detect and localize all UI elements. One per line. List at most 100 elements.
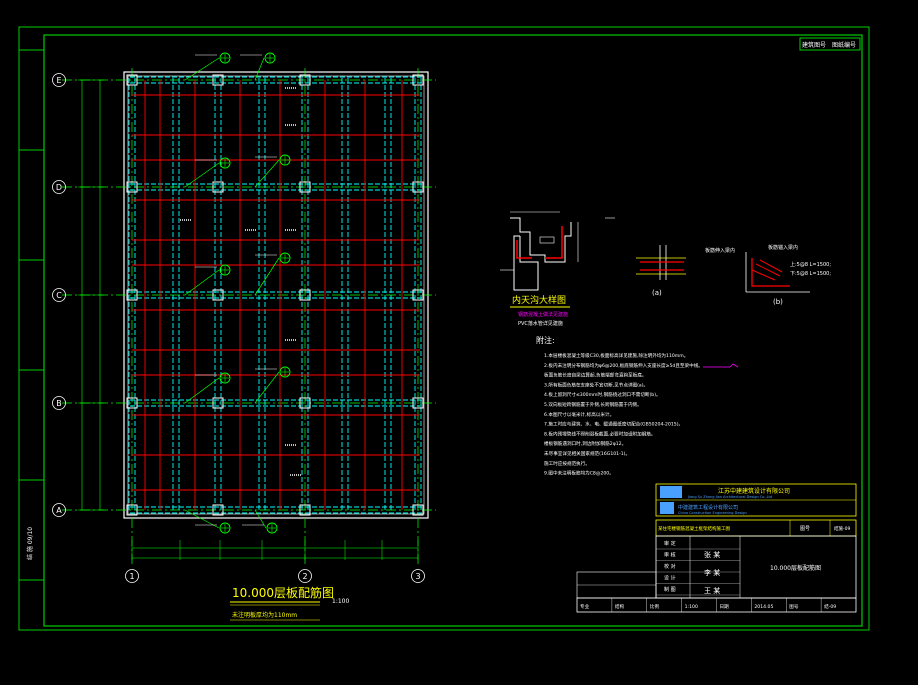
column bbox=[412, 504, 424, 516]
column bbox=[299, 397, 311, 409]
sheet-label-box bbox=[799, 37, 861, 51]
footer-cell: 比例 bbox=[650, 603, 660, 610]
footer-cells: 专业 结构 比例 1:100 日期 2014.05 图号 结-09 bbox=[580, 598, 836, 612]
gutter-tag bbox=[539, 236, 555, 244]
notes-heading: 附注: bbox=[536, 335, 555, 345]
gutter-beam bbox=[513, 235, 539, 291]
general-notes: 附注: 1.本层楼板混凝土等级C30,板面标高详见建施,除注明外均为110mm。… bbox=[536, 335, 703, 477]
axis-label-row: B bbox=[56, 399, 62, 408]
company2-name-en: China Construction Engineering Design bbox=[678, 511, 747, 515]
sheet-outer-border bbox=[18, 26, 870, 631]
note-line: 楼板钢筋遇洞口时,洞边附加钢筋2φ12。 bbox=[544, 440, 626, 447]
axis-label-row: E bbox=[56, 76, 61, 85]
note-line: 8.板内预埋管线不得削弱板截面,必要时加设附加钢筋。 bbox=[544, 430, 656, 437]
footer-cell: 日期 bbox=[720, 604, 730, 610]
callout-leader bbox=[254, 371, 280, 404]
column bbox=[212, 74, 224, 86]
callout-leader bbox=[254, 159, 280, 188]
gutter-rebar-1 bbox=[516, 240, 532, 259]
detail-b-label: (b) bbox=[773, 298, 783, 306]
column bbox=[212, 397, 224, 409]
detail-b-hatch bbox=[759, 259, 783, 273]
sig-role: 校 对 bbox=[664, 563, 676, 570]
footer-cell: 结构 bbox=[615, 603, 625, 610]
callout-circle bbox=[264, 52, 276, 64]
note-line: 9.图中未注明板筋均为C8@200。 bbox=[544, 470, 614, 477]
footer-cell: 结-09 bbox=[824, 603, 836, 610]
detail-b-note-2: 下:5@8 L=1500; bbox=[790, 271, 831, 277]
code-value: 结施-09 bbox=[834, 525, 850, 532]
company-logo bbox=[660, 486, 682, 498]
column bbox=[126, 504, 138, 516]
sheet-name: 10.000层板配筋图 bbox=[770, 564, 821, 572]
callout-leader bbox=[254, 509, 267, 529]
callout-leader bbox=[254, 257, 280, 296]
column bbox=[412, 289, 424, 301]
column bbox=[412, 181, 424, 193]
column bbox=[412, 397, 424, 409]
column bbox=[299, 289, 311, 301]
gutter-detail: 内天沟大样图 钢筋混凝土做法见建施 PVC落水管详见建施 bbox=[500, 211, 615, 327]
column bbox=[299, 181, 311, 193]
column bbox=[299, 504, 311, 516]
detail-title: 内天沟大样图 bbox=[512, 294, 566, 306]
gutter-outline bbox=[510, 217, 572, 263]
detail-b-title: 板筋锚入梁内 bbox=[768, 244, 798, 251]
callout-circle bbox=[219, 52, 231, 64]
company-name-en: Jiang Su Zhong Jian Architectural Design… bbox=[687, 495, 772, 499]
project-name: 某住宅楼钢筋混凝土框架结构施工图 bbox=[658, 525, 730, 532]
left-vertical-note: 结 施 09/10 bbox=[26, 527, 34, 560]
column bbox=[299, 74, 311, 86]
detail-b-note-1: 上:5@8 L=1500; bbox=[790, 261, 831, 268]
callout-leader bbox=[254, 57, 265, 81]
footer-cell: 1:100 bbox=[685, 604, 698, 610]
signature: 李 某 bbox=[704, 568, 720, 577]
sheet-inner-border bbox=[43, 34, 863, 627]
detail-subtitle: 钢筋混凝土做法见建施 bbox=[518, 311, 568, 318]
axis-bubble-col bbox=[125, 569, 139, 583]
sig-role: 制 图 bbox=[664, 586, 676, 593]
note-line: 未尽事宜详见相关国家规范(16G101-1)。 bbox=[544, 450, 630, 457]
detail-subtitle-2: PVC落水管详见建施 bbox=[518, 320, 563, 327]
callout-leader bbox=[184, 377, 220, 404]
column bbox=[212, 289, 224, 301]
sig-role: 审 定 bbox=[664, 540, 676, 547]
axis-bubble-row bbox=[52, 73, 66, 87]
note-line: 5.双向板短跨钢筋置于外侧,长跨钢筋置于内侧。 bbox=[544, 401, 642, 408]
callout-circle bbox=[219, 264, 231, 276]
callout-circle bbox=[219, 372, 231, 384]
notes-leader bbox=[703, 363, 739, 368]
footer-cell: 2014.05 bbox=[754, 604, 773, 610]
axis-bubble-col bbox=[298, 569, 312, 583]
sig-role: 审 核 bbox=[664, 552, 676, 559]
callout-leader bbox=[184, 162, 220, 188]
column bbox=[126, 397, 138, 409]
axis-bubble-row bbox=[52, 288, 66, 302]
note-line: 1.本层楼板混凝土等级C30,板面标高详见建施,除注明外均为110mm。 bbox=[544, 352, 688, 359]
note-line: 7.施工时应与建筑、水、电、暖通图纸密切配合(GB50204-2015)。 bbox=[544, 421, 683, 428]
callout-leader bbox=[184, 269, 220, 296]
plan-title: 10.000层板配筋图 bbox=[232, 585, 334, 600]
callout-circle bbox=[279, 154, 291, 166]
footer-cell: 专业 bbox=[580, 603, 590, 610]
callout-circle bbox=[266, 522, 278, 534]
note-line: 板面负筋长度自梁边算起,负筋端部弯直钩至板底。 bbox=[544, 372, 647, 379]
axis-bubble-col bbox=[411, 569, 425, 583]
detail-a-label: (a) bbox=[652, 289, 662, 297]
note-line: 4.板上留洞尺寸≤300mm时,钢筋绕过洞口不需切断(b)。 bbox=[544, 391, 661, 398]
sheet-label-2: 图纸编号 bbox=[832, 41, 856, 49]
detail-b: 板筋伸入梁内 板筋锚入梁内 上:5@8 L=1500; 下:5@8 L=1500… bbox=[705, 244, 831, 306]
callout-circle bbox=[219, 522, 231, 534]
sig-role: 设 计 bbox=[664, 575, 676, 582]
column bbox=[126, 181, 138, 193]
callout-circle bbox=[279, 252, 291, 264]
axis-label-col: 3 bbox=[415, 572, 420, 581]
axis-label-row: A bbox=[56, 506, 62, 515]
note-line: 施工时应按规范执行。 bbox=[544, 460, 590, 467]
note-line: 6.本图尺寸以毫米计,标高以米计。 bbox=[544, 411, 614, 418]
column bbox=[212, 181, 224, 193]
footer-cell: 图号 bbox=[789, 604, 799, 610]
detail-b-hatch bbox=[755, 263, 781, 277]
column bbox=[126, 289, 138, 301]
